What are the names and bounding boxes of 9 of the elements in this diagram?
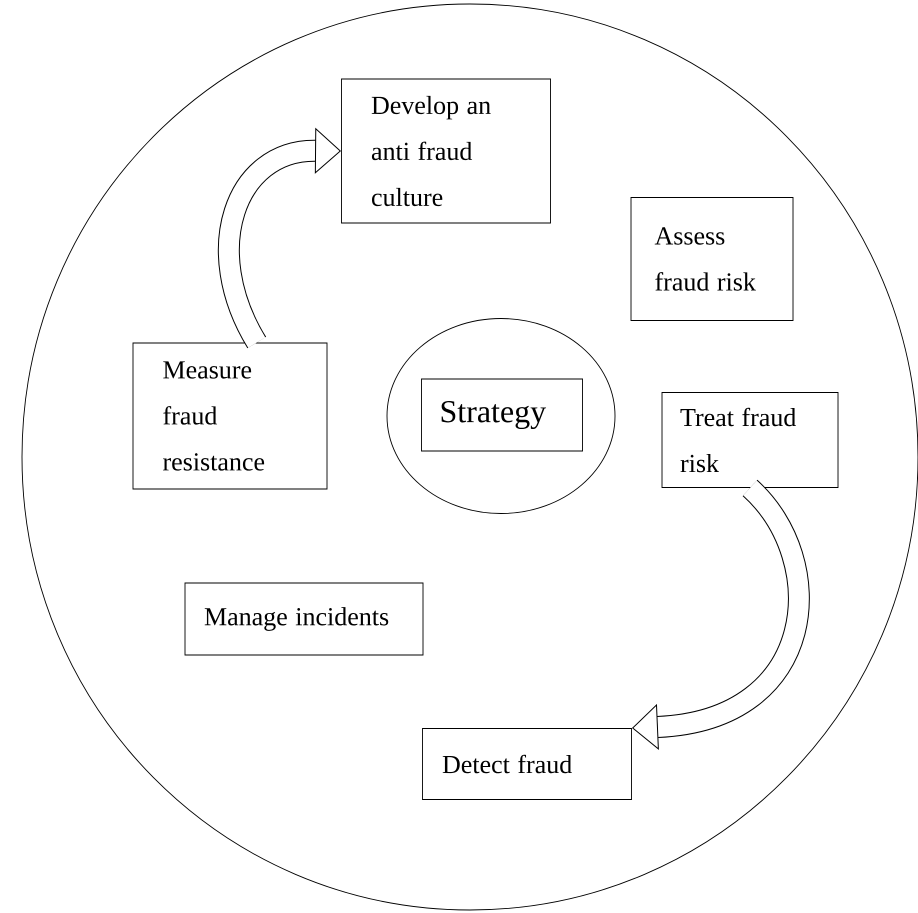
strategy-box: Strategy (421, 378, 583, 452)
process-box: Develop an anti fraud culture (341, 78, 551, 224)
process-box: Manage incidents (184, 582, 424, 656)
inner-ellipse (386, 318, 616, 514)
process-box: Detect fraud (422, 728, 632, 800)
outer-circle (22, 4, 918, 910)
process-box: Assess fraud risk (630, 197, 794, 321)
process-box: Measure fraud resistance (132, 342, 328, 490)
process-box: Treat fraud risk (662, 392, 838, 488)
